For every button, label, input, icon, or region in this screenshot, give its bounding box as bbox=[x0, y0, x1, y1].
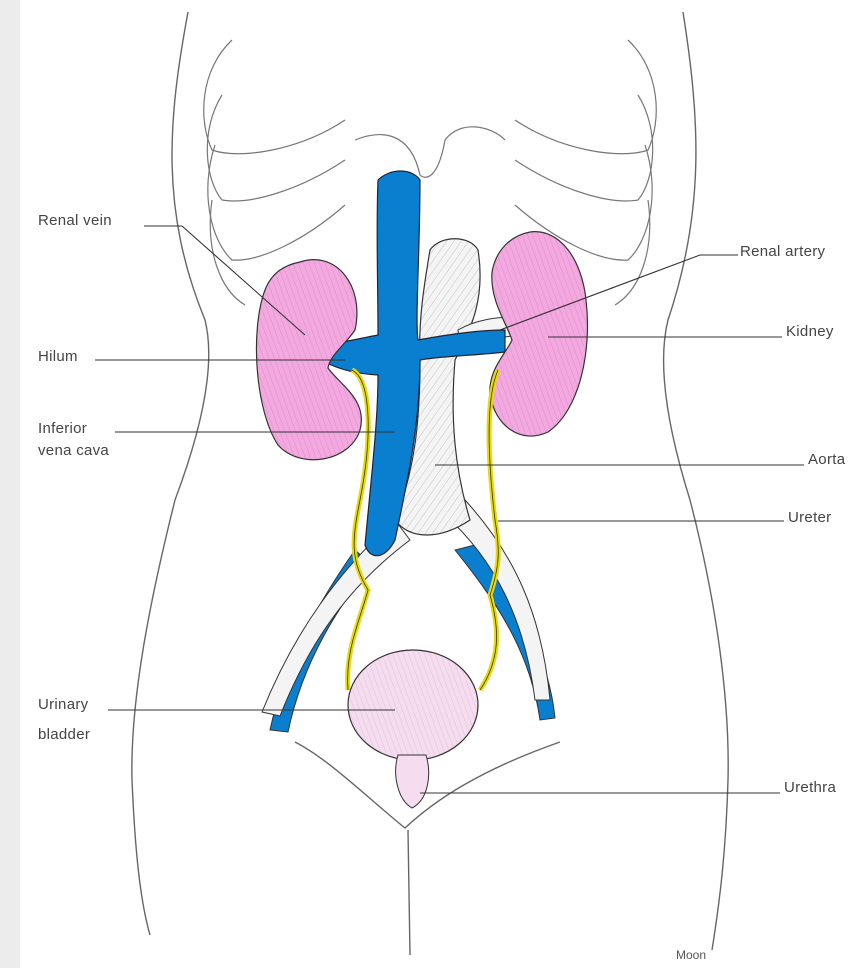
label-urinary-bladder-line2: bladder bbox=[38, 724, 90, 746]
label-inferior-vena-cava-line2: vena cava bbox=[38, 440, 109, 462]
label-urinary-bladder-line1: Urinary bbox=[38, 694, 88, 716]
torso-left-edge bbox=[132, 12, 209, 935]
urethra-shape bbox=[396, 755, 429, 808]
label-renal-artery: Renal artery bbox=[740, 241, 825, 263]
sternum-notch bbox=[355, 127, 505, 177]
urinary-bladder-shape bbox=[348, 650, 478, 760]
label-kidney: Kidney bbox=[786, 321, 834, 343]
label-aorta: Aorta bbox=[808, 449, 845, 471]
label-renal-vein: Renal vein bbox=[38, 210, 112, 232]
artist-credit: Moon bbox=[676, 948, 706, 962]
label-ureter: Ureter bbox=[788, 507, 831, 529]
leg-divide bbox=[408, 830, 410, 955]
label-hilum: Hilum bbox=[38, 346, 78, 368]
label-inferior-vena-cava-line1: Inferior bbox=[38, 418, 87, 440]
torso-right-edge bbox=[664, 12, 729, 950]
label-urethra: Urethra bbox=[784, 777, 836, 799]
